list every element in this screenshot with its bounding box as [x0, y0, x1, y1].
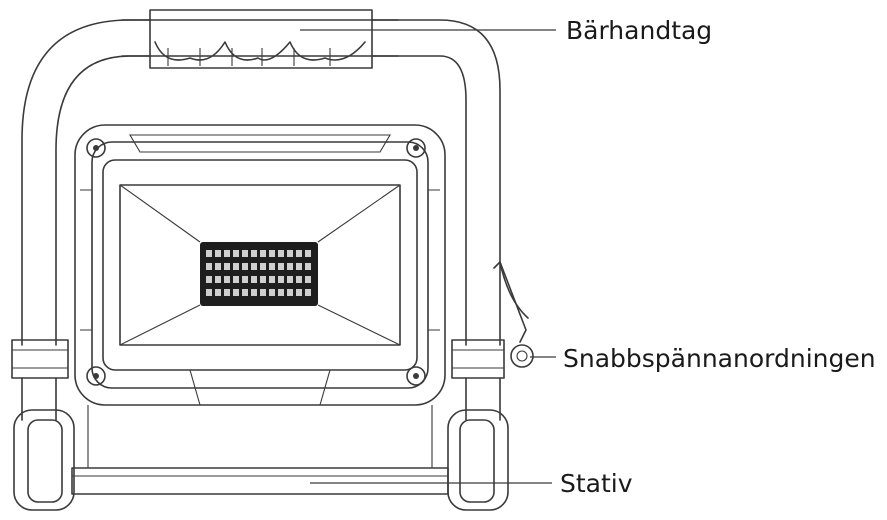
led-chip — [305, 289, 311, 296]
led-chip — [251, 276, 257, 283]
led-chip — [305, 250, 311, 257]
led-chip — [206, 250, 212, 257]
led-chip — [242, 250, 248, 257]
led-chip — [287, 263, 293, 270]
led-chip — [278, 276, 284, 283]
led-chip — [233, 250, 239, 257]
led-chip — [215, 250, 221, 257]
led-chip — [278, 289, 284, 296]
led-chip — [260, 263, 266, 270]
led-chip — [224, 289, 230, 296]
carry-handle — [121, 9, 399, 69]
led-chip — [215, 263, 221, 270]
led-chip — [224, 263, 230, 270]
led-chip — [215, 276, 221, 283]
led-chip — [278, 250, 284, 257]
led-chip — [269, 289, 275, 296]
led-chip — [251, 250, 257, 257]
led-chip — [206, 276, 212, 283]
led-chip — [296, 289, 302, 296]
stand-bar — [71, 405, 449, 495]
led-chip — [296, 276, 302, 283]
quick-release-lever — [493, 261, 534, 368]
led-chip — [287, 250, 293, 257]
led-chip — [269, 250, 275, 257]
led-chip — [260, 250, 266, 257]
led-chip — [260, 276, 266, 283]
led-chip — [206, 263, 212, 270]
led-chip — [215, 289, 221, 296]
led-chip — [242, 276, 248, 283]
lamp-housing — [74, 124, 446, 406]
led-chip — [206, 289, 212, 296]
led-chip — [278, 263, 284, 270]
label-carry-handle: Bärhandtag — [566, 16, 713, 45]
led-chip — [233, 289, 239, 296]
led-chip — [305, 276, 311, 283]
led-chip — [296, 263, 302, 270]
stand-legs — [13, 377, 509, 511]
led-chip — [233, 263, 239, 270]
side-clamps — [11, 339, 505, 379]
led-chip — [269, 276, 275, 283]
led-chip — [305, 263, 311, 270]
led-chip — [251, 289, 257, 296]
led-chip — [287, 289, 293, 296]
led-chip — [233, 276, 239, 283]
led-chip — [260, 289, 266, 296]
led-chip — [287, 276, 293, 283]
led-chip — [242, 289, 248, 296]
led-chip — [296, 250, 302, 257]
label-stand: Stativ — [560, 469, 633, 498]
led-chip — [269, 263, 275, 270]
led-chip — [251, 263, 257, 270]
led-chip — [242, 263, 248, 270]
label-quick-release: Snabbspännanordningen — [563, 344, 876, 373]
led-array — [200, 242, 318, 306]
led-chip — [224, 276, 230, 283]
led-chip — [224, 250, 230, 257]
